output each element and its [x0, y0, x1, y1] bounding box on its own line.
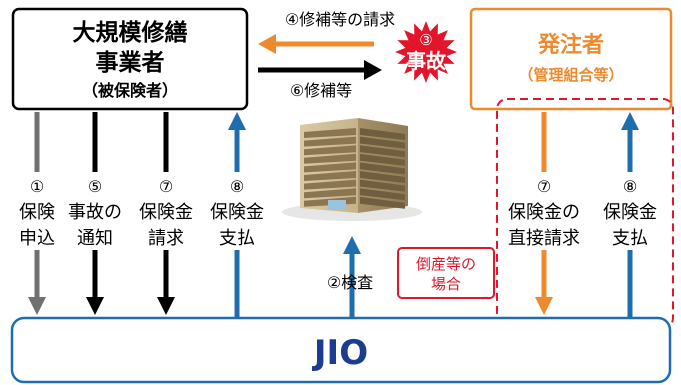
step-claim-line1: 保険金	[139, 202, 193, 223]
step-direct-claim-line1: 保険金の	[508, 202, 580, 223]
building-illustration	[282, 118, 422, 221]
step-pay-line1: 保険金	[210, 202, 264, 223]
step-claim-line2: 請求	[148, 228, 184, 249]
bankruptcy-line1: 倒産等の	[416, 255, 476, 273]
repair-request-arrow	[258, 34, 374, 54]
pay-arrow	[228, 112, 246, 318]
step-direct-pay-number: ⑧	[623, 177, 637, 196]
step-pay-number: ⑧	[230, 177, 244, 196]
step-claim-number: ⑦	[159, 177, 173, 196]
accident-label: 事故	[406, 49, 447, 73]
repair-request-label: ④修補等の請求	[285, 10, 395, 29]
inspection-label: ②検査	[327, 273, 373, 292]
insurer-box: JIO	[10, 316, 672, 384]
inspection-arrow	[343, 236, 361, 318]
step-direct-pay: ⑧ 保険金 支払	[603, 177, 657, 249]
client-box: 発注者 （管理組合等）	[469, 7, 673, 111]
step-pay: ⑧ 保険金 支払	[210, 177, 264, 249]
claim-arrow	[157, 112, 175, 315]
step-claim: ⑦ 保険金 請求	[139, 177, 193, 249]
step-apply-line1: 保険	[19, 202, 55, 223]
step-direct-pay-line2: 支払	[612, 228, 648, 249]
repair-label: ⑥修補等	[290, 81, 352, 100]
contractor-name-line2: 事業者	[96, 49, 165, 76]
insurer-name: JIO	[312, 333, 368, 373]
direct-claim-arrow	[535, 112, 553, 315]
bankruptcy-line2: 場合	[431, 275, 461, 293]
accident-number: ③	[419, 31, 432, 49]
step-direct-claim-line2: 直接請求	[508, 228, 580, 249]
bankruptcy-label: 倒産等の 場合	[397, 247, 495, 299]
step-apply-number: ①	[30, 177, 44, 196]
contractor-role: （被保険者）	[82, 81, 178, 100]
step-notify-line2: 通知	[77, 228, 113, 249]
step-direct-claim-number: ⑦	[537, 177, 551, 196]
accident-burst: ③ 事故	[395, 21, 457, 83]
step-notify-number: ⑤	[88, 177, 102, 196]
accident-burst-shape	[395, 21, 457, 83]
contractor-name-line1: 大規模修繕	[73, 19, 188, 46]
step-notify-line1: 事故の	[68, 202, 122, 223]
step-apply: ① 保険 申込	[19, 177, 55, 249]
client-note: （管理組合等）	[518, 66, 623, 84]
notify-arrow	[86, 112, 104, 315]
step-direct-claim: ⑦ 保険金の 直接請求	[508, 177, 580, 249]
step-notify: ⑤ 事故の 通知	[68, 177, 122, 249]
step-pay-line2: 支払	[219, 228, 255, 249]
client-name: 発注者	[537, 32, 604, 58]
apply-arrow	[28, 112, 46, 315]
step-direct-pay-line1: 保険金	[603, 202, 657, 223]
step-apply-line2: 申込	[19, 228, 55, 249]
direct-pay-arrow	[621, 112, 639, 318]
contractor-box: 大規模修繕 事業者 （被保険者）	[11, 7, 249, 111]
repair-arrow	[258, 60, 382, 80]
